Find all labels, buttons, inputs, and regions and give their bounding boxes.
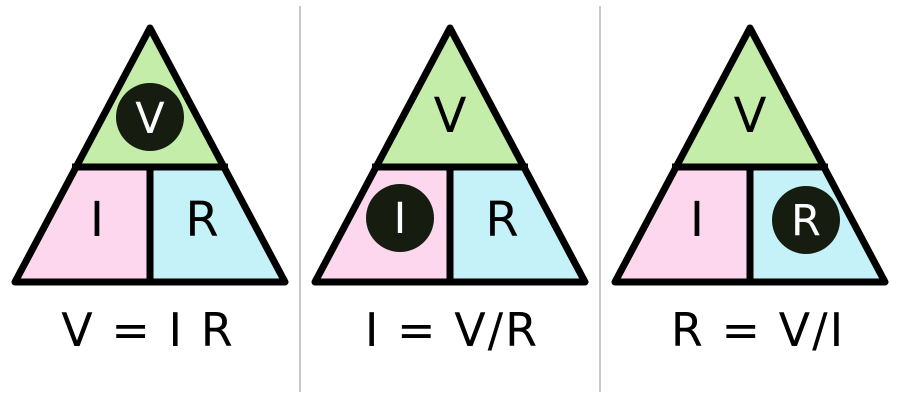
highlight-circle-v (116, 83, 184, 151)
letter-r: R (185, 192, 218, 248)
panel-resistance: V I R R = V/I (600, 0, 900, 400)
panel-divider (299, 6, 301, 392)
letter-v: V (135, 94, 165, 144)
panel-voltage: V I R V = I R (0, 0, 300, 400)
region-r (150, 167, 285, 282)
letter-v: V (734, 88, 767, 144)
formula-text: R = V/I (671, 303, 845, 357)
letter-v: V (434, 88, 467, 144)
letter-r: R (791, 196, 821, 246)
letter-r: R (485, 192, 518, 248)
region-v (674, 28, 826, 167)
letter-i: I (690, 192, 704, 248)
triangle-outline (11, 24, 289, 286)
triangle-outline (611, 24, 889, 286)
region-i (615, 167, 750, 282)
region-r (450, 167, 585, 282)
panel-current: V I R I = V/R (300, 0, 600, 400)
current-triangle-diagram: V I R I = V/R (311, 24, 589, 357)
formula-text: I = V/R (365, 303, 539, 357)
formula-text: V = I R (61, 303, 234, 357)
highlight-circle-i (366, 184, 434, 252)
region-v (374, 28, 526, 167)
triangle-outline (311, 24, 589, 286)
panel-divider (599, 6, 601, 392)
voltage-triangle-diagram: V I R V = I R (11, 24, 289, 357)
letter-i: I (394, 194, 407, 244)
letter-i: I (90, 192, 104, 248)
region-i (15, 167, 150, 282)
highlight-circle-r (772, 186, 840, 254)
resistance-triangle-diagram: V I R R = V/I (611, 24, 889, 357)
